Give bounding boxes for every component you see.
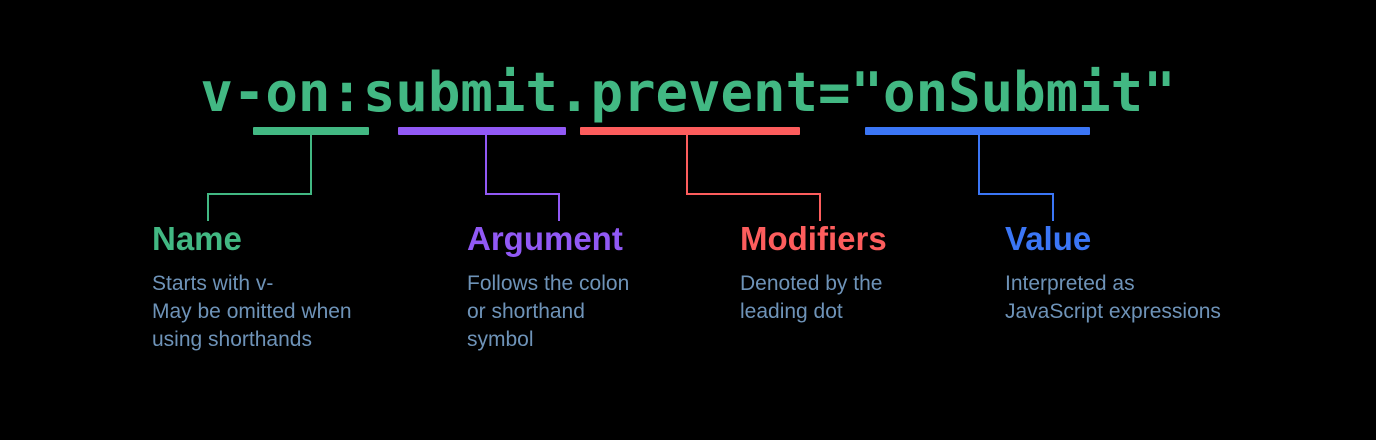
connector-stub-name	[207, 193, 209, 221]
connector-stub-modifiers	[819, 193, 821, 221]
column-value: Value Interpreted as JavaScript expressi…	[1005, 220, 1315, 326]
column-name: Name Starts with v- May be omitted when …	[152, 220, 442, 354]
column-description-value: Interpreted as JavaScript expressions	[1005, 272, 1221, 323]
connector-drop-value	[978, 135, 980, 195]
underline-bar-modifiers	[580, 127, 800, 135]
connector-modifiers	[580, 127, 821, 223]
column-title-argument: Argument	[467, 220, 623, 257]
column-argument: Argument Follows the colon or shorthand …	[467, 220, 717, 354]
column-description-modifiers: Denoted by the leading dot	[740, 272, 883, 323]
connector-jog-argument	[485, 193, 560, 195]
connector-jog-value	[978, 193, 1054, 195]
directive-code-expression: v-on:submit.prevent="onSubmit"	[200, 61, 1176, 124]
underline-bar-value	[865, 127, 1090, 135]
connector-jog-name	[207, 193, 312, 195]
column-modifiers: Modifiers Denoted by the leading dot	[740, 220, 990, 326]
connector-drop-argument	[485, 135, 487, 195]
underline-bar-name	[253, 127, 369, 135]
connector-drop-modifiers	[686, 135, 688, 195]
column-title-name: Name	[152, 220, 242, 257]
column-title-modifiers: Modifiers	[740, 220, 887, 257]
underline-bar-argument	[398, 127, 566, 135]
column-title-value: Value	[1005, 220, 1092, 257]
connector-argument	[398, 127, 568, 223]
connector-stub-argument	[558, 193, 560, 221]
column-description-name: Starts with v- May be omitted when using…	[152, 272, 352, 351]
column-description-argument: Follows the colon or shorthand symbol	[467, 272, 630, 351]
connector-stub-value	[1052, 193, 1054, 221]
connector-drop-name	[310, 135, 312, 195]
connector-jog-modifiers	[686, 193, 821, 195]
connector-name	[207, 127, 373, 223]
connector-value	[865, 127, 1091, 223]
